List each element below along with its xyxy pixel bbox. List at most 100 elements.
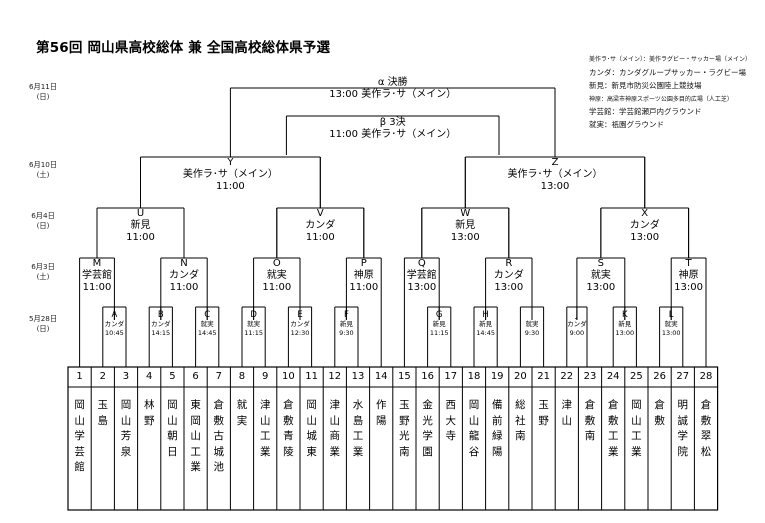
date-weekday: (土) <box>36 170 50 179</box>
team-number: 2 <box>99 371 106 382</box>
quarterfinal-label-U-venue: 新見 <box>130 220 151 231</box>
team-number: 22 <box>560 371 574 382</box>
team-number: 13 <box>351 371 365 382</box>
round2-label-M-time: 11:00 <box>82 282 112 293</box>
round2-label-N-name: N <box>180 258 188 269</box>
date-row-final: 6月11日 (日) <box>10 82 76 102</box>
team-name: 津山工業 <box>259 399 271 458</box>
round1-label-F-time: 9:30 <box>339 329 354 337</box>
quarterfinal-label-V-time: 11:00 <box>305 232 335 243</box>
round1-label-D-venue: 就実 <box>247 320 261 328</box>
round2-label-T-time: 13:00 <box>674 282 704 293</box>
team-number: 8 <box>238 371 246 382</box>
team-name: 倉敷工業 <box>607 399 619 458</box>
date-row-round1: 5月28日 (日) <box>10 314 76 334</box>
team-number: 28 <box>699 371 713 382</box>
round1-label-A-name: A <box>111 310 118 320</box>
team-name: 岡山工業 <box>631 399 642 458</box>
team-name: 倉敷翠松 <box>700 399 712 458</box>
team-number: 11 <box>305 371 318 382</box>
legend-venue-gakugeikan: 学芸館：学芸館瀬戸内グラウンド <box>589 107 702 116</box>
round2-label-Q-time: 13:00 <box>407 282 437 293</box>
team-name: 玉島 <box>97 399 109 427</box>
team-name: 就実 <box>236 399 248 427</box>
semifinal-label-Y-venue: 美作ラ･サ（メイン） <box>182 169 278 180</box>
team-number: 18 <box>467 371 481 382</box>
team-name: 備前緑陽 <box>491 399 503 458</box>
team-name: 作陽 <box>375 399 387 427</box>
team-name: 津山 <box>561 399 573 427</box>
round2-label-S-time: 13:00 <box>586 282 616 293</box>
legend-venue-niimi: 新見：新見市防災公園陸上競技場 <box>589 81 702 90</box>
round2-label-T-venue: 神原 <box>678 270 699 281</box>
team-number: 27 <box>676 371 690 382</box>
quarterfinal-label-W-time: 13:00 <box>450 232 480 243</box>
round1-label-B-name: B <box>157 310 164 320</box>
team-name: 岡山朝日 <box>167 399 178 458</box>
team-number: 19 <box>490 371 504 382</box>
team-name: 玉野光南 <box>399 399 410 458</box>
round2-label-S-name: S <box>597 258 605 269</box>
legend-venue-shujitsu: 就実：祇園グラウンド <box>589 120 664 129</box>
round1-label-H-time: 14:45 <box>476 329 495 337</box>
round1-label-K-time: 13:00 <box>615 329 635 337</box>
semifinal-label-Y-time: 11:00 <box>215 181 245 192</box>
team-name: 岡山芳泉 <box>120 399 132 458</box>
round1-label-B-venue: カンダ <box>151 320 171 328</box>
date-day: 6月10日 <box>28 160 58 169</box>
round2-label-O-name: O <box>272 258 281 269</box>
date-day: 6月3日 <box>31 262 55 271</box>
final-beta-label-name: β 3決 <box>379 117 406 128</box>
team-name: 岡山龍谷 <box>468 399 480 458</box>
quarterfinal-label-U-name: U <box>136 208 145 219</box>
round1-label-F-name: F <box>343 310 349 320</box>
team-number: 20 <box>514 371 527 382</box>
semifinal-label-Z-name: Z <box>551 157 559 168</box>
date-row-round2: 6月3日 (土) <box>10 262 76 282</box>
round1-label-G-time: 11:15 <box>429 329 449 337</box>
round1-label-C-time: 14:45 <box>197 329 217 337</box>
round1-label-J-time: 9:00 <box>569 329 585 337</box>
round1-label-G-venue: 新見 <box>432 320 446 328</box>
quarterfinal-label-W-name: W <box>460 208 471 219</box>
legend-venue-kanbara: 神原：高梁市神原スポーツ公園多目的広場（人工芝） <box>589 96 733 103</box>
round1-label-E-venue: カンダ <box>290 320 310 328</box>
round2-label-R-time: 13:00 <box>494 282 524 293</box>
final-alpha-label-name: α 決勝 <box>377 77 408 88</box>
team-number: 12 <box>328 371 342 382</box>
round1-label-H-name: H <box>482 310 489 320</box>
round1-label-J-name: J <box>575 310 579 320</box>
round1-label-H-venue: 新見 <box>479 320 493 328</box>
team-number: 21 <box>537 371 550 382</box>
round2-label-R-name: R <box>505 258 513 269</box>
round1-label-J-venue: カンダ <box>567 320 587 328</box>
team-number: 24 <box>606 371 620 382</box>
round1-label-C-venue: 就実 <box>200 320 214 328</box>
team-number: 3 <box>122 371 130 382</box>
team-number: 17 <box>444 371 458 382</box>
team-number: 14 <box>374 371 388 382</box>
quarterfinal-label-U-time: 11:00 <box>126 232 155 243</box>
team-name: 倉敷古城池 <box>213 399 225 473</box>
round1-label-B-time: 14:15 <box>151 329 171 337</box>
final-alpha-label-venue: 13:00 美作ラ･サ（メイン） <box>329 89 457 100</box>
date-weekday: (日) <box>36 324 50 333</box>
